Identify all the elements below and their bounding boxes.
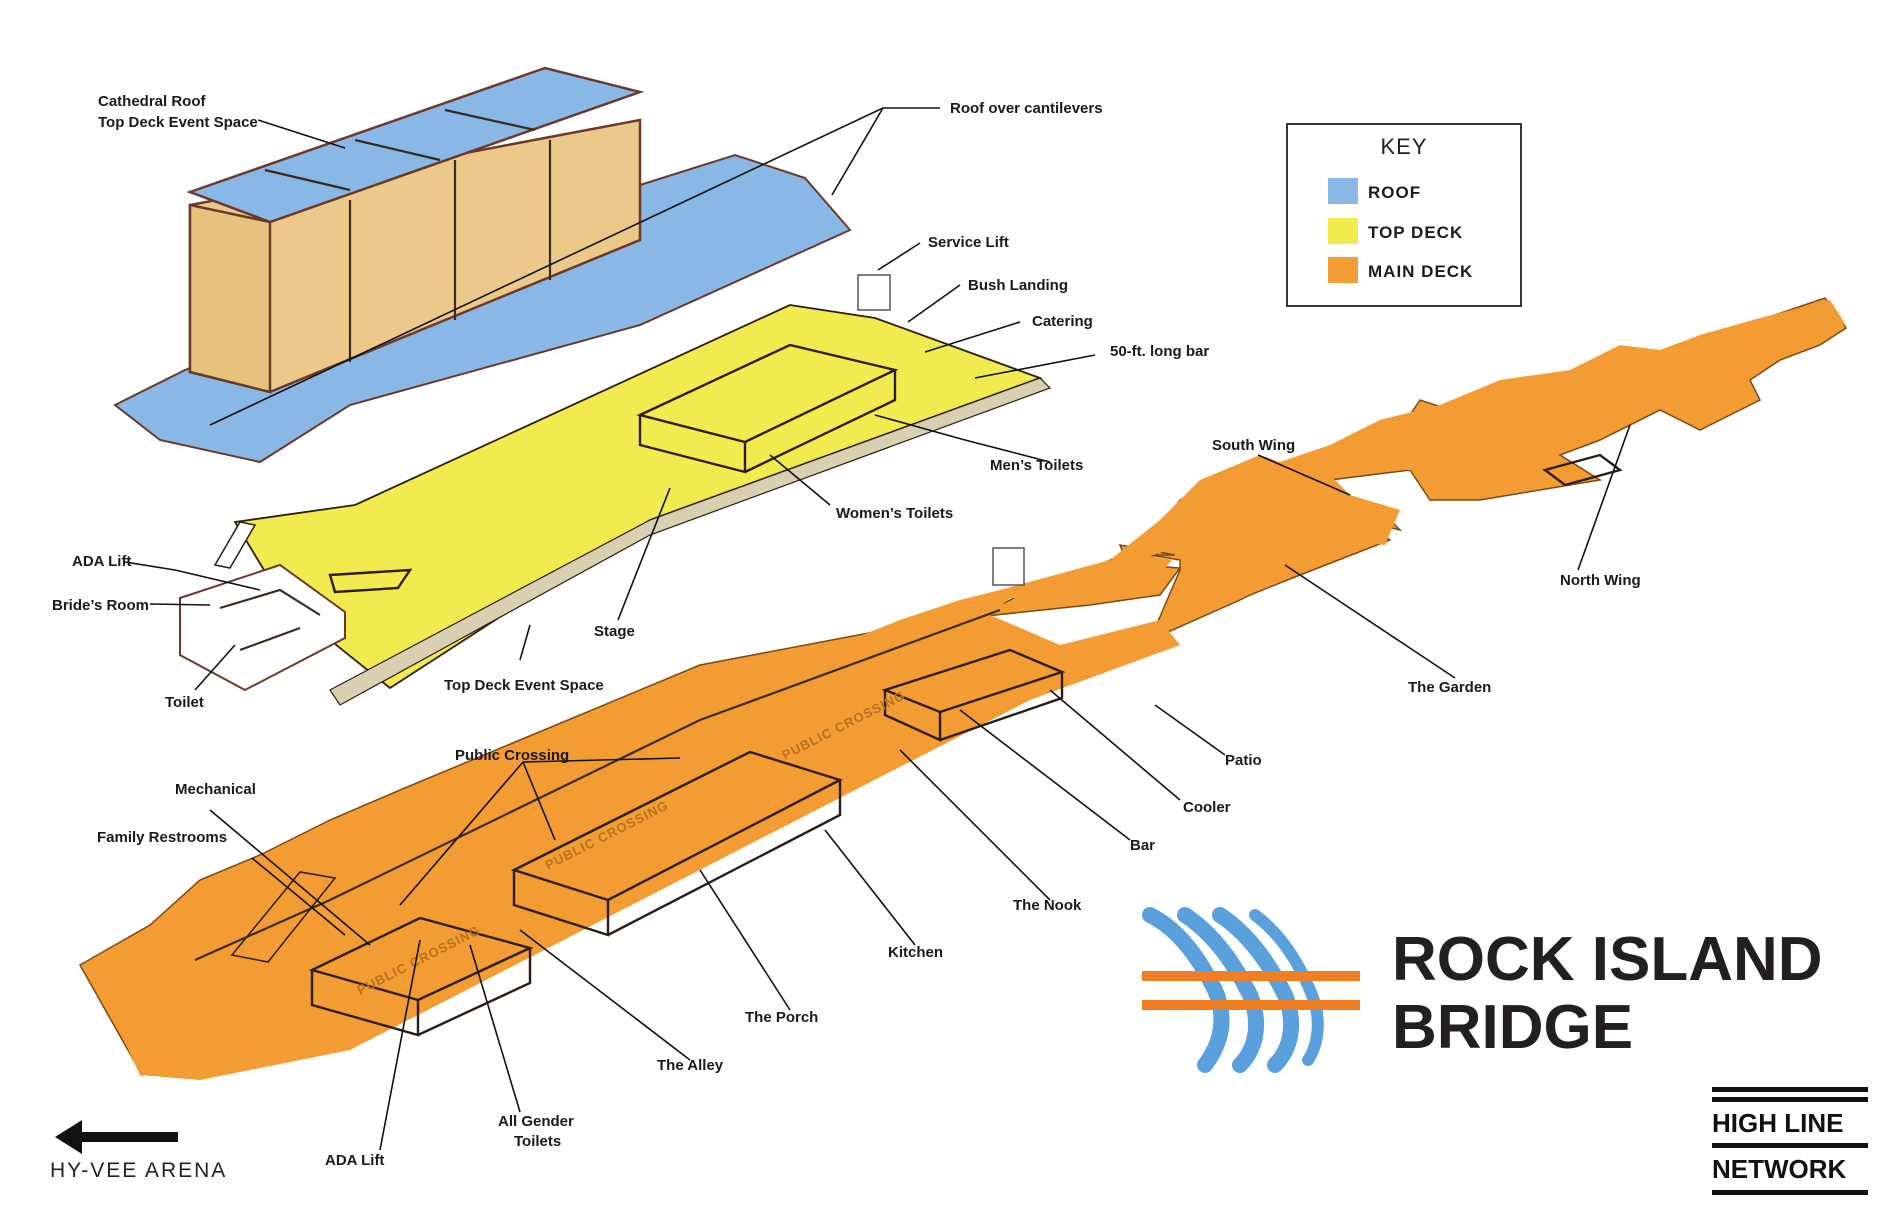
- key-label-roof: ROOF: [1368, 183, 1421, 202]
- key-swatch-top-deck: [1328, 218, 1358, 244]
- wall-panel-dividers: [348, 140, 552, 362]
- label-cooler: Cooler: [1183, 799, 1231, 816]
- stage-and-toilets-block: [636, 343, 899, 474]
- cathedral-roof: [186, 66, 645, 224]
- label-family-restrooms: Family Restrooms: [97, 829, 227, 846]
- label-public-crossing: Public Crossing: [455, 747, 569, 764]
- cathedral-front-wall: [188, 203, 272, 394]
- label-stage: Stage: [594, 623, 635, 640]
- label-top-deck-event-space: Top Deck Event Space: [444, 677, 604, 694]
- north-railing: [194, 608, 1001, 962]
- brides-room-walls: [219, 588, 321, 652]
- label-catering: Catering: [1032, 313, 1093, 330]
- key-title: KEY: [1380, 134, 1427, 159]
- label-main-ada-lift: ADA Lift: [325, 1152, 384, 1169]
- arrow-left-icon: [55, 1120, 178, 1154]
- label-all-gender-1: All Gender: [498, 1113, 574, 1130]
- labels: Cathedral Roof Top Deck Event Space Roof…: [52, 93, 1641, 1169]
- key-label-main-deck: MAIN DECK: [1368, 262, 1473, 281]
- roof-panel-lines: [264, 108, 536, 192]
- label-cathedral-event-space: Top Deck Event Space: [98, 114, 258, 131]
- main-deck-spine: [105, 300, 1846, 1080]
- north-wing-kiosk: [1542, 453, 1623, 487]
- hy-vee-arena-label: HY-VEE ARENA: [50, 1159, 227, 1182]
- label-brides-room: Bride’s Room: [52, 597, 149, 614]
- label-kitchen: Kitchen: [888, 944, 943, 961]
- label-bush-landing: Bush Landing: [968, 277, 1068, 294]
- river-logo-icon: [1142, 907, 1360, 1073]
- label-top-ada-lift: ADA Lift: [72, 553, 131, 570]
- top-service-lift: [857, 274, 891, 311]
- label-service-lift: Service Lift: [928, 234, 1009, 251]
- main-service-lift: [992, 547, 1025, 586]
- long-bar: [328, 568, 413, 594]
- label-mens-toilets: Men’s Toilets: [990, 457, 1083, 474]
- label-patio: Patio: [1225, 752, 1262, 769]
- top-deck-platform: [329, 377, 1052, 706]
- title-line-2: BRIDGE: [1392, 993, 1633, 1062]
- label-the-garden: The Garden: [1408, 679, 1491, 696]
- label-roof-cantilevers: Roof over cantilevers: [950, 100, 1103, 117]
- label-all-gender-2: Toilets: [514, 1133, 561, 1150]
- brides-room-annex: [179, 563, 346, 692]
- high-line-network-logo: HIGH LINE NETWORK: [1712, 1087, 1868, 1195]
- label-the-alley: The Alley: [657, 1057, 724, 1074]
- label-toilet: Toilet: [165, 694, 204, 711]
- label-bar: Bar: [1130, 837, 1155, 854]
- main-deck-buildings: [308, 453, 1623, 1037]
- kitchen-block: [510, 750, 844, 937]
- label-the-nook: The Nook: [1013, 897, 1082, 914]
- label-south-wing: South Wing: [1212, 437, 1295, 454]
- label-womens-toilets: Women’s Toilets: [836, 505, 953, 522]
- label-long-bar: 50-ft. long bar: [1110, 343, 1209, 360]
- key-label-top-deck: TOP DECK: [1368, 223, 1463, 242]
- roof-structure: [113, 66, 852, 464]
- top-deck-stair: [213, 521, 257, 569]
- key-box: [1286, 123, 1522, 307]
- label-cathedral-roof: Cathedral Roof: [98, 93, 207, 110]
- key-swatch-main-deck: [1328, 257, 1358, 283]
- main-deck: [78, 297, 1848, 1080]
- label-the-porch: The Porch: [745, 1009, 818, 1026]
- label-mechanical: Mechanical: [175, 781, 256, 798]
- top-deck: [179, 274, 1052, 706]
- brand-line-2: NETWORK: [1712, 1154, 1847, 1184]
- title-line-1: ROCK ISLAND: [1392, 925, 1823, 994]
- key-swatch-roof: [1328, 178, 1358, 204]
- direction-indicator: HY-VEE ARENA: [50, 1120, 227, 1182]
- key-legend: KEY ROOF TOP DECK MAIN DECK: [1286, 123, 1522, 307]
- brand-line-1: HIGH LINE: [1712, 1108, 1843, 1138]
- leader-lines: [124, 107, 1631, 1151]
- restroom-block: [308, 916, 534, 1037]
- label-north-wing: North Wing: [1560, 572, 1641, 589]
